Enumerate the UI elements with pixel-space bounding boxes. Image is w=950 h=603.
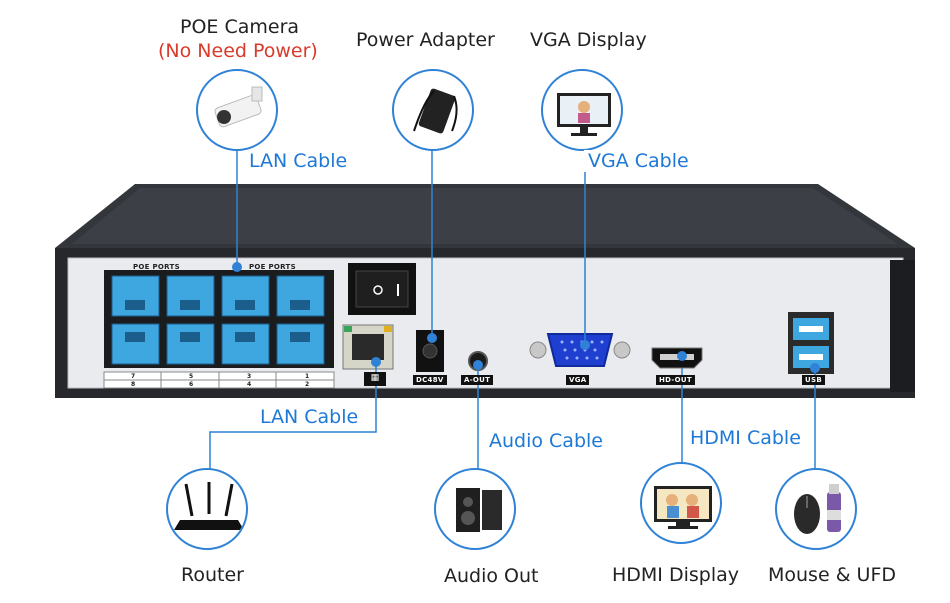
- poe-ports-label: POE PORTS: [133, 263, 180, 271]
- poe-camera-subtitle: (No Need Power): [158, 40, 318, 62]
- lan-cable-label-bottom: LAN Cable: [256, 406, 363, 428]
- power-adapter-label: Power Adapter: [356, 29, 495, 51]
- poe-camera-title: POE Camera: [180, 16, 300, 38]
- audio-cable-label: Audio Cable: [485, 430, 607, 452]
- poe-port: [111, 323, 160, 365]
- port-number: 8: [131, 381, 136, 388]
- vga-cable-label: VGA Cable: [584, 150, 693, 172]
- usb-label: USB: [802, 375, 825, 385]
- speaker-image: [434, 468, 516, 550]
- port-number: 3: [247, 373, 252, 380]
- vga-label: VGA: [566, 375, 590, 385]
- vga-display-image: [541, 69, 623, 151]
- port-number: 2: [305, 381, 310, 388]
- vga-display-label: VGA Display: [530, 29, 647, 51]
- mouse-ufd-image: [775, 468, 857, 550]
- poe-port: [276, 323, 325, 365]
- hdmi-display-image: [640, 462, 722, 544]
- poe-ports-label: POE PORTS: [249, 263, 296, 271]
- router-label: Router: [181, 564, 244, 586]
- poe-port: [166, 323, 215, 365]
- hdmi-display-label: HDMI Display: [612, 564, 739, 586]
- lan-port-icon: ▦: [364, 372, 386, 386]
- router-image: [166, 468, 248, 550]
- port-number: 1: [305, 373, 310, 380]
- port-number: 7: [131, 373, 136, 380]
- lan-cable-label-top: LAN Cable: [245, 150, 352, 172]
- port-number: 6: [189, 381, 194, 388]
- mouse-ufd-label: Mouse & UFD: [768, 564, 897, 586]
- power-adapter-image: [392, 69, 474, 151]
- vga-port: [546, 333, 614, 367]
- poe-port: [221, 323, 270, 365]
- a-out-label: A-OUT: [461, 375, 494, 385]
- hdmi-cable-label: HDMI Cable: [686, 427, 805, 449]
- dc48v-label: DC48V: [413, 375, 447, 385]
- port-number: 4: [247, 381, 252, 388]
- connector-lines: [209, 148, 816, 470]
- audio-out-label: Audio Out: [444, 565, 539, 587]
- port-number: 5: [189, 373, 194, 380]
- hd-out-label: HD-OUT: [656, 375, 695, 385]
- poe-camera-image: [196, 69, 278, 151]
